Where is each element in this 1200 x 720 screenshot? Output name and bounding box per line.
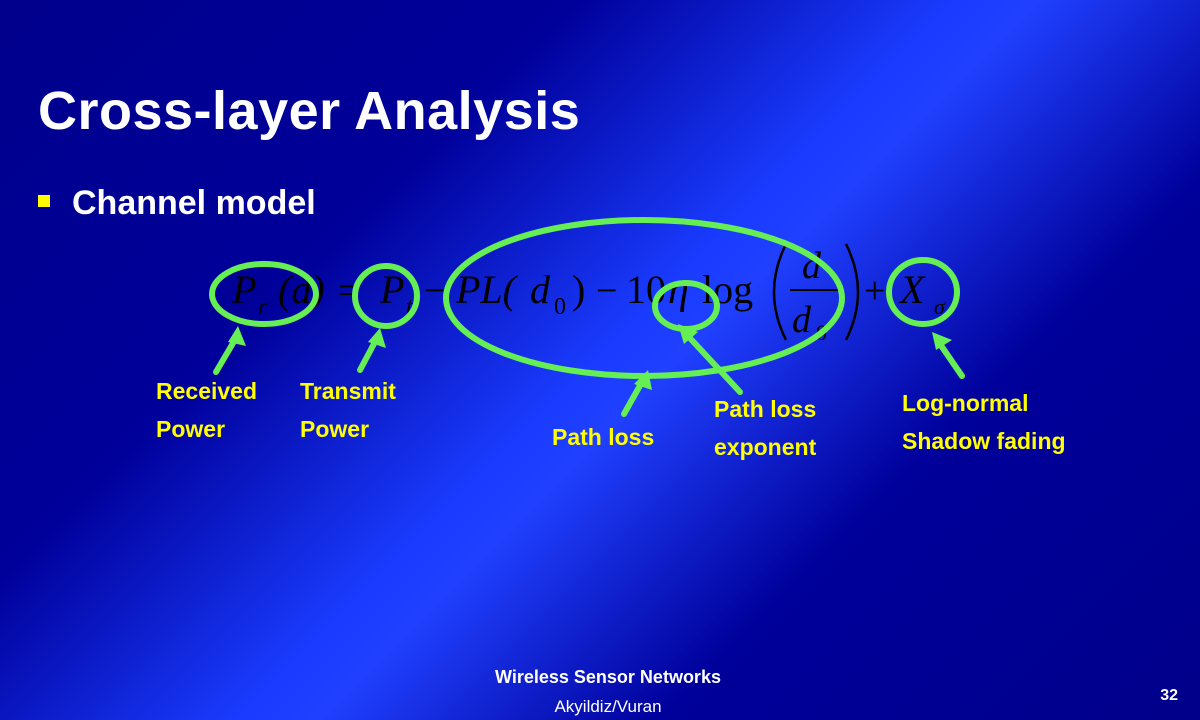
received-arrow-head [228,326,246,346]
footer-authors: Akyildiz/Vuran [554,697,662,716]
exponent-circle [652,280,720,332]
received-arrow [213,335,239,375]
transmit-arrow [357,337,379,373]
bullet-item: Channel model [38,184,316,223]
formula-plus: + [864,270,885,312]
formula-PL: PL( [455,267,519,312]
received-power-label: Received Power [156,378,258,442]
shadow-fading-circle [886,257,960,327]
path-loss-arrow [621,379,645,417]
path-loss-label: Path loss [552,424,655,450]
path-loss-ellipse [443,217,845,379]
formula-d0-sub: 0 [554,294,566,320]
formula-sub-sigma: σ [934,294,946,319]
bullet-text: Channel model [72,184,316,222]
shadow-arrow-head [932,332,952,350]
right-big-paren [844,243,860,341]
exponent-arrow [685,333,743,395]
formula-P: P [231,267,256,312]
formula-Pt: P [379,267,404,312]
transmit-arrow-head [368,328,386,348]
square-bullet-icon [38,194,50,207]
formula-d0-d: d [530,267,551,312]
formula-sub-r: r [258,294,268,320]
footer-course: Wireless Sensor Networks [495,667,721,687]
path-loss-exponent-label: Path loss exponent [714,396,817,460]
formula-X: X [898,267,926,312]
left-big-paren [772,243,788,341]
formula-ten: 10 [626,267,666,312]
formula-sub-t: t [406,294,414,320]
formula-eta: η [668,267,689,313]
exponent-arrow-head [678,324,698,344]
formula-minus-1: − [424,270,445,312]
shadow-fading-label: Log-normal Shadow fading [902,390,1066,454]
page-number: 32 [1160,687,1178,704]
transmit-power-circle [352,263,420,329]
formula-minus-2: − [596,270,617,312]
formula-close: ) [572,267,585,312]
path-loss-arrow-head [634,370,652,390]
received-power-circle [209,261,319,327]
transmit-power-label: Transmit Power [300,378,396,442]
fraction-denominator-d: d [792,299,812,341]
slide-title: Cross-layer Analysis [38,81,581,141]
shadow-arrow [937,341,965,379]
